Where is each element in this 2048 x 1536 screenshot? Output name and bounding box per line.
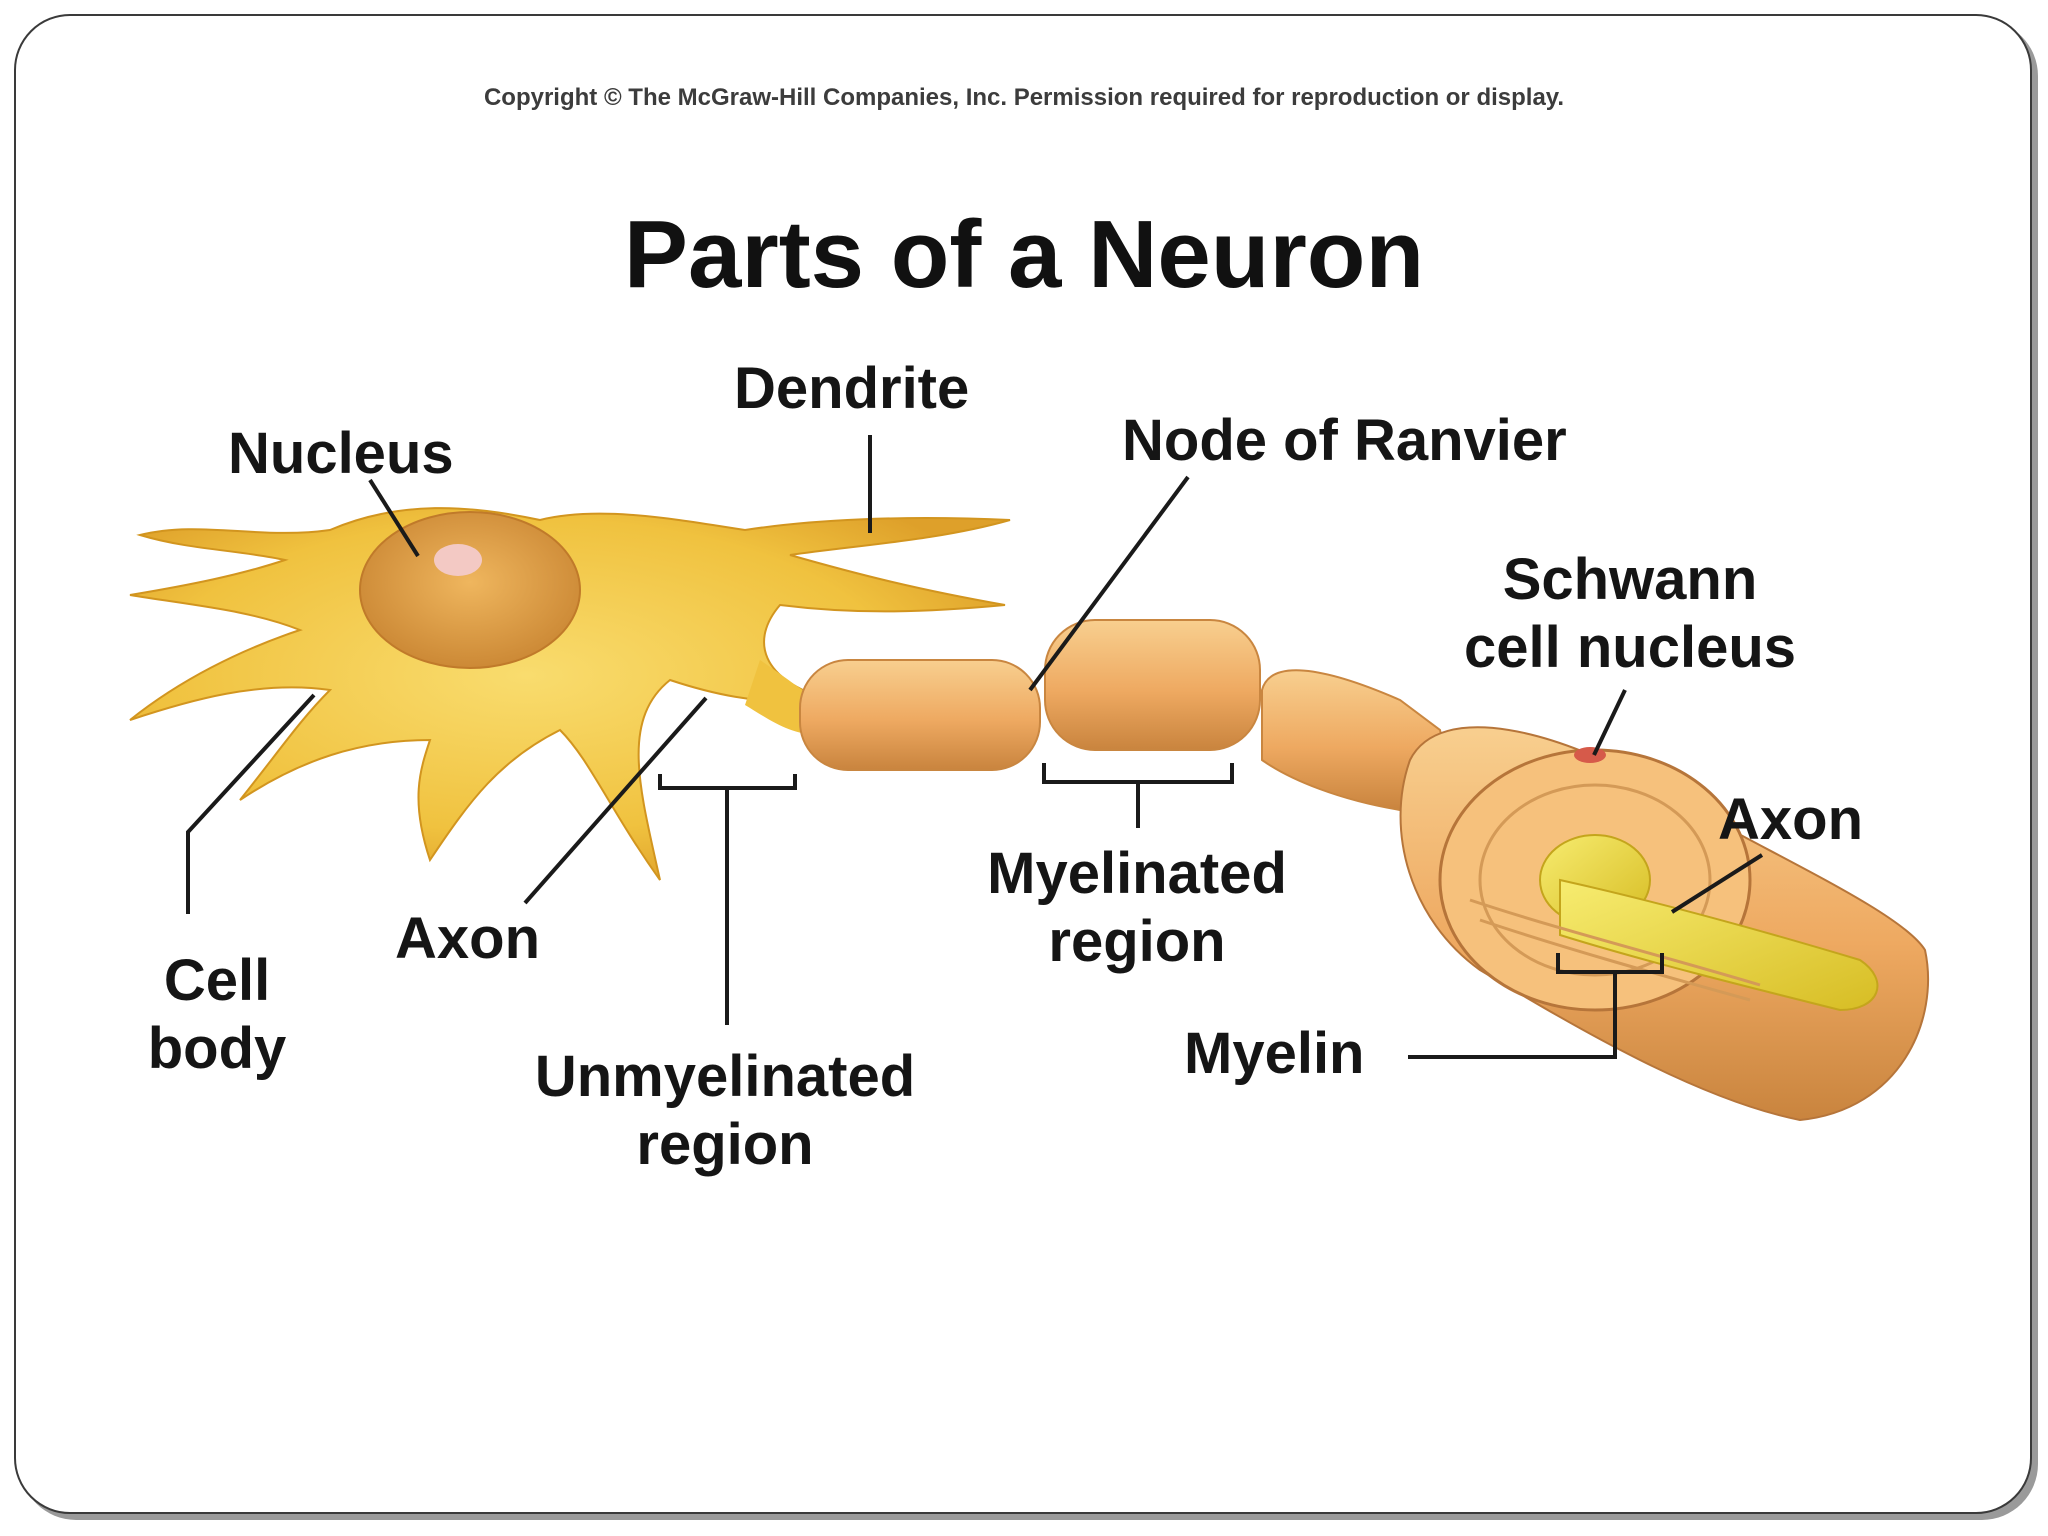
myelin-lamellae: [1469, 898, 1761, 1002]
label-unmyelinated-region: Unmyelinated region: [495, 1043, 955, 1179]
label-dendrite: Dendrite: [734, 356, 970, 421]
label-nucleus: Nucleus: [228, 421, 454, 486]
nucleolus-shape: [434, 544, 482, 576]
label-unmyelinated-line1: Unmyelinated: [534, 1044, 916, 1109]
myelin-segment-1: [799, 659, 1041, 771]
diagram-title: Parts of a Neuron: [623, 201, 1425, 308]
label-schwann-line2: cell nucleus: [1463, 615, 1797, 680]
label-axon-left: Axon: [395, 906, 540, 971]
myelinated-bracket: [1042, 763, 1234, 828]
label-cell-line2: body: [147, 1016, 287, 1081]
label-axon-right: Axon: [1718, 787, 1863, 852]
axon-right-leader: [1670, 853, 1764, 914]
label-cell-body: Cell body: [117, 947, 317, 1083]
label-unmyelinated-line2: region: [636, 1112, 814, 1177]
axon-left-leader: [523, 696, 708, 905]
schwann-leader: [1592, 689, 1627, 756]
label-myelinated-line2: region: [1048, 909, 1226, 974]
unmyelinated-bracket: [658, 774, 797, 1025]
slide-frame: [14, 14, 2032, 1514]
label-myelinated-region: Myelinated region: [937, 840, 1337, 976]
leader-lines: [186, 435, 1764, 1059]
label-schwann-line1: Schwann: [1502, 547, 1758, 612]
label-node-of-ranvier: Node of Ranvier: [1122, 408, 1567, 473]
cell-body-leader: [186, 693, 316, 914]
myelin-layer-ring: [1478, 783, 1712, 977]
node-leader: [1028, 475, 1190, 692]
myelin-bracket: [1408, 953, 1664, 1059]
label-myelinated-line1: Myelinated: [987, 841, 1287, 906]
schwann-cell-nucleus-shape: [1574, 747, 1606, 763]
nucleus-leader: [368, 478, 420, 558]
copyright-notice: Copyright © The McGraw-Hill Companies, I…: [483, 84, 1565, 111]
label-myelin: Myelin: [1184, 1021, 1365, 1086]
nucleus-shape: [359, 511, 581, 669]
myelin-segment-2: [1044, 619, 1261, 751]
label-schwann-cell-nucleus: Schwann cell nucleus: [1430, 546, 1830, 682]
label-cell-line1: Cell: [163, 948, 271, 1013]
cell-body-shape: [129, 507, 1011, 881]
